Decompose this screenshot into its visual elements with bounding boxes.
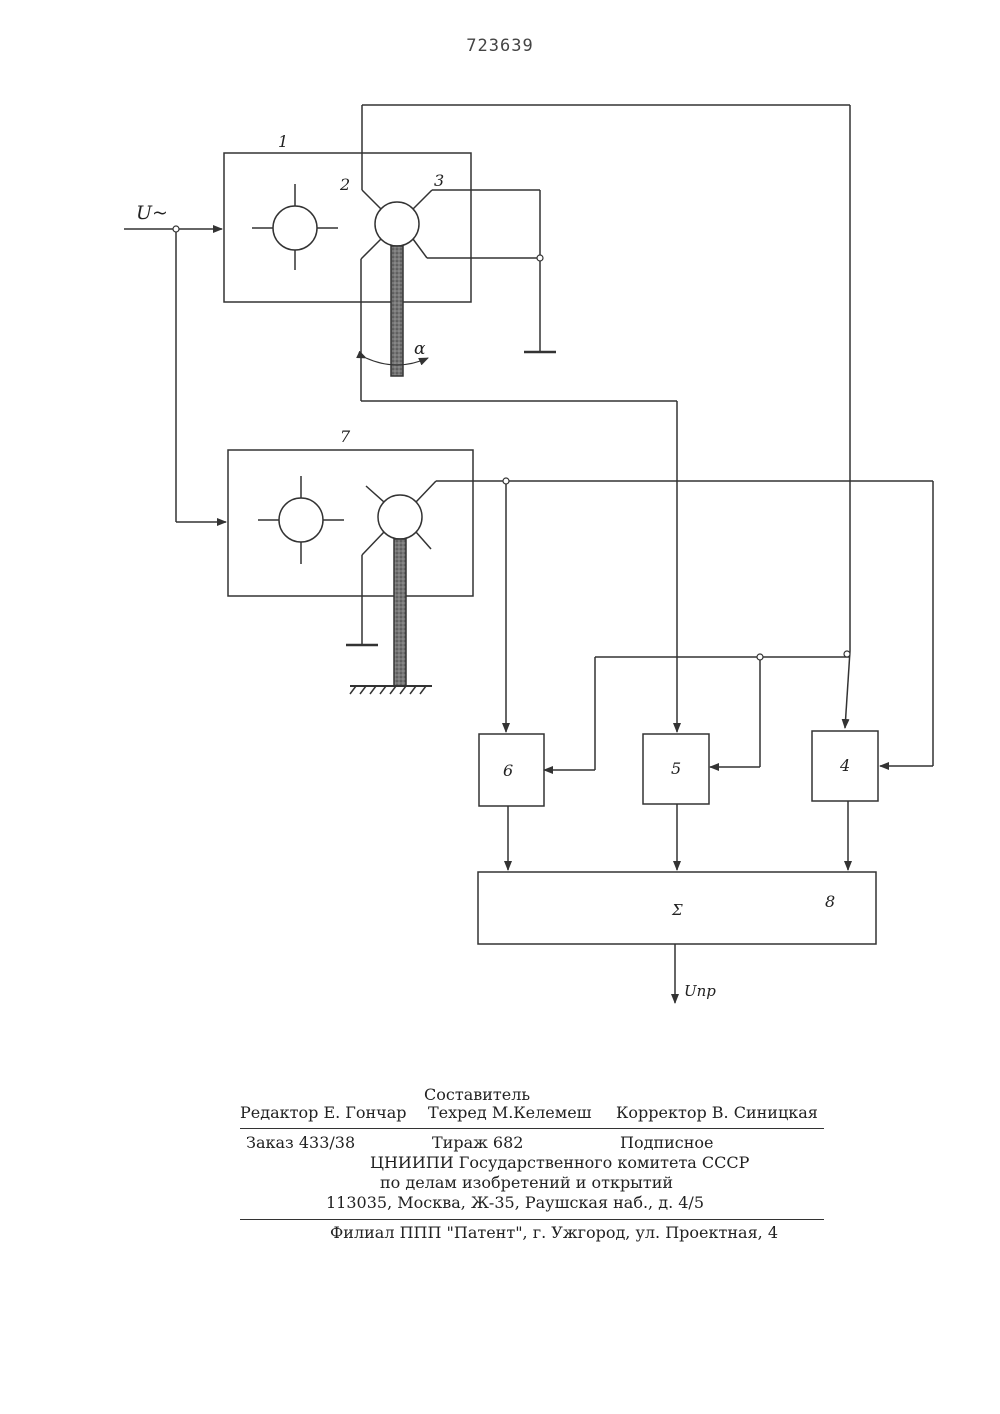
junction-dot — [757, 654, 763, 660]
imprint-corrector: Корректор В. Синицкая — [616, 1103, 818, 1122]
fixed-ground — [350, 686, 432, 694]
label-device-2: 2 — [339, 175, 350, 194]
sum-symbol: Σ — [671, 901, 683, 919]
imprint-tech-editor: Техред М.Келемеш — [428, 1103, 592, 1122]
imprint-org-line2: по делам изобретений и открытий — [380, 1173, 673, 1192]
label-block-1: 1 — [278, 132, 288, 151]
junction-dot — [503, 478, 509, 484]
block-7-right-device — [346, 481, 436, 645]
angle-label: α — [414, 339, 426, 359]
output-signal-label: Uпр — [684, 982, 716, 1000]
block-1-rotor-rod — [391, 246, 403, 376]
label-device-3: 3 — [434, 171, 444, 190]
wire-feed-bus — [544, 657, 850, 770]
input-wires — [124, 229, 226, 522]
label-block-4: 4 — [839, 756, 850, 775]
junction-dot — [173, 226, 179, 232]
imprint-editor: Редактор Е. Гончар — [240, 1103, 407, 1122]
junction-dot — [537, 255, 543, 261]
label-block-7: 7 — [340, 427, 351, 446]
block-7-rotor-rod — [394, 539, 406, 686]
block-7-left-device — [258, 476, 344, 564]
wire-block-7-output — [436, 481, 933, 766]
imprint-order: Заказ 433/38 — [246, 1133, 355, 1152]
wire-to-block-4 — [362, 105, 850, 728]
label-block-5: 5 — [671, 759, 681, 778]
imprint-org-line1: ЦНИИПИ Государственного комитета СССР — [370, 1153, 749, 1172]
imprint-compiler: Составитель — [424, 1085, 530, 1104]
imprint-branch: Филиал ППП "Патент", г. Ужгород, ул. Про… — [330, 1223, 778, 1242]
imprint-org-address: 113035, Москва, Ж-35, Раушская наб., д. … — [326, 1193, 704, 1212]
imprint-print-run: Тираж 682 — [432, 1133, 523, 1152]
input-signal-label: U~ — [136, 202, 168, 224]
block-7 — [228, 450, 473, 596]
label-block-8: 8 — [825, 892, 835, 911]
junction-dot — [844, 651, 850, 657]
label-block-6: 6 — [503, 761, 513, 780]
imprint-rule-bottom — [240, 1219, 824, 1220]
block-1-left-device — [252, 184, 338, 270]
imprint-rule-top — [240, 1128, 824, 1129]
wire-to-block-5 — [361, 259, 677, 732]
imprint-subscription: Подписное — [620, 1133, 714, 1152]
